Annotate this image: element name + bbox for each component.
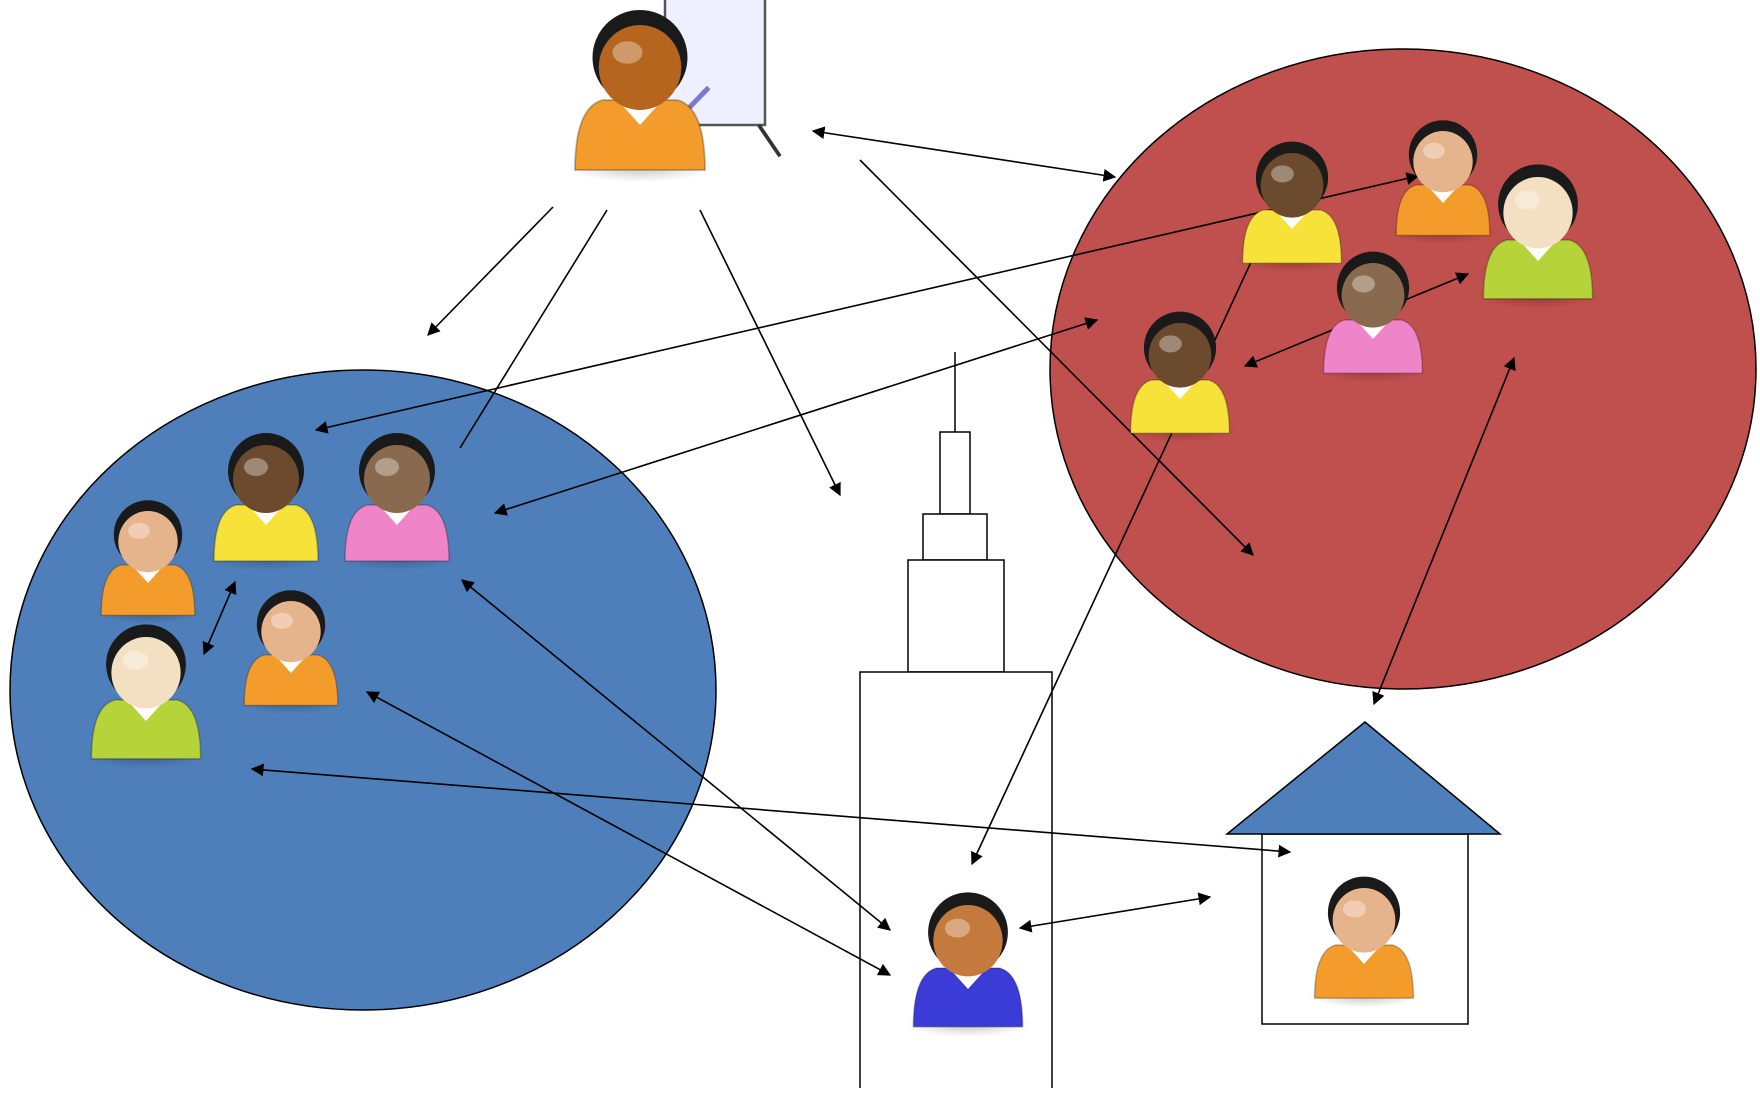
arrow-teacher-red: [811, 126, 1117, 182]
blue-person-5: [83, 624, 209, 770]
red-person-3: [1475, 164, 1601, 310]
people-icons: [83, 0, 1601, 1038]
arrow-red3-house: [1372, 356, 1516, 706]
arrow-blue3-blue5: [202, 580, 237, 656]
house-person: [1307, 876, 1421, 1008]
arrow-red5-blue2: [493, 317, 1099, 516]
blue-person-3: [94, 500, 202, 625]
red-person-1: [1235, 141, 1349, 273]
red-person-2: [1389, 120, 1497, 245]
red-person-5: [1123, 311, 1237, 443]
house-roof: [1224, 721, 1503, 835]
arrow-blue5-house: [250, 763, 1292, 858]
arrow-tower-house: [1018, 892, 1212, 933]
tower-person: [905, 892, 1031, 1038]
blue-person-1: [206, 433, 326, 571]
blue-person-4: [237, 590, 345, 715]
arrow-teacher-tower: [699, 209, 841, 497]
arrow-red-tower: [971, 176, 1291, 866]
red-person-4: [1316, 251, 1430, 383]
connection-arrows: [202, 126, 1516, 976]
blue-person-2: [337, 433, 457, 571]
teacher-icon: [565, 0, 782, 183]
title-fragment: [370, 0, 430, 16]
arrow-teacher-blue: [427, 206, 554, 336]
